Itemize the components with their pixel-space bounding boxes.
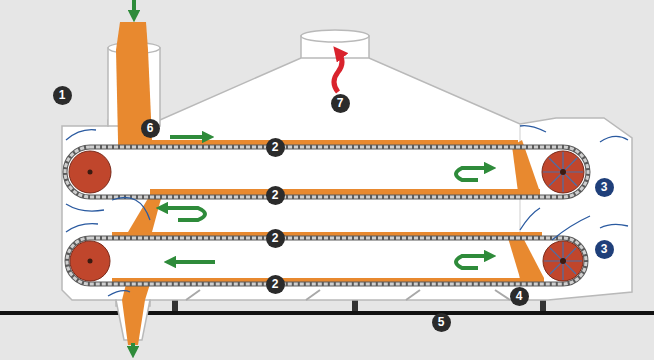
callout-number: 7 (331, 94, 350, 113)
exhaust-chimney (301, 30, 369, 60)
callout-number: 3 (595, 178, 614, 197)
sprockets (69, 151, 584, 281)
callout-number: 2 (266, 138, 285, 157)
support-feet (172, 300, 546, 311)
conveyor-chains (65, 147, 588, 284)
scrapers (186, 290, 510, 300)
callout-number: 5 (432, 313, 451, 332)
callout-number: 2 (266, 229, 285, 248)
guide-flaps (66, 126, 628, 296)
callout-number: 1 (53, 86, 72, 105)
callout-number: 3 (595, 240, 614, 259)
product-flow (112, 22, 544, 345)
exhaust-arrow (334, 52, 342, 92)
callout-number: 2 (266, 186, 285, 205)
callout-number: 4 (510, 287, 529, 306)
ground-line (0, 311, 654, 315)
callout-number: 6 (141, 119, 160, 138)
flow-arrows (133, 0, 490, 352)
callout-number: 2 (266, 275, 285, 294)
